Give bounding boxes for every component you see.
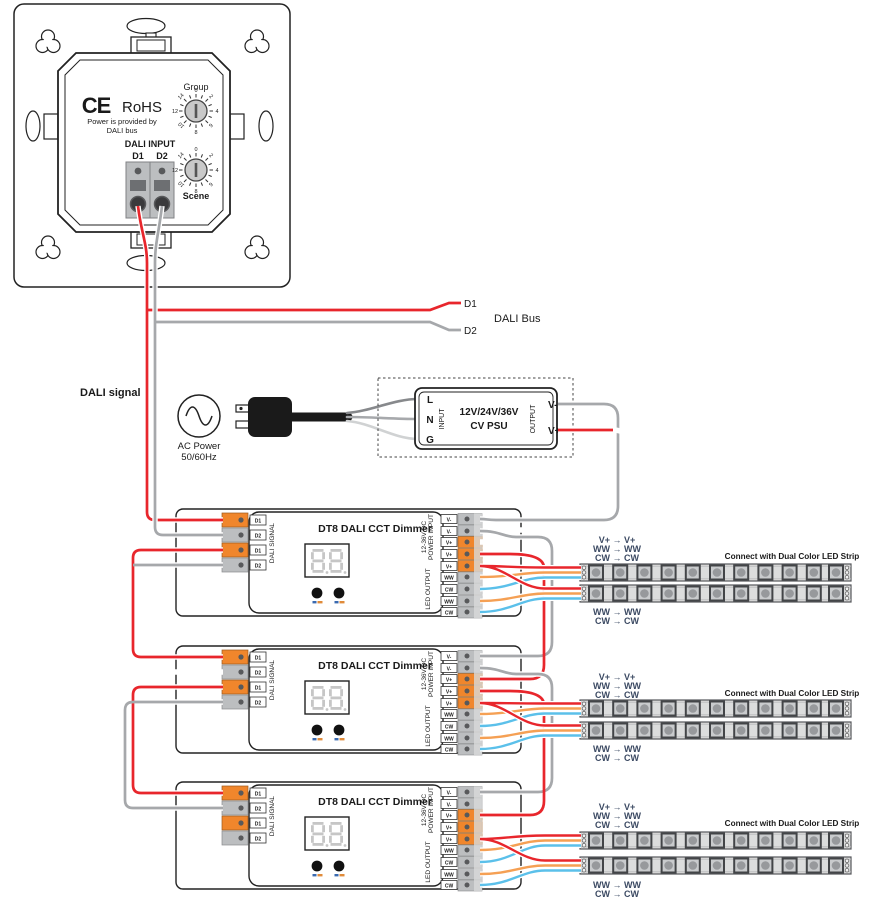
mains-wires bbox=[345, 397, 420, 441]
power-plug bbox=[235, 397, 353, 437]
scene-label: Scene bbox=[183, 191, 210, 201]
svg-text:CW → CW: CW → CW bbox=[595, 889, 639, 899]
svg-text:V+ → V+: V+ → V+ bbox=[599, 802, 636, 812]
bottom-cable-clamp bbox=[130, 230, 172, 249]
svg-text:WW → WW: WW → WW bbox=[593, 811, 641, 821]
d2-label: D2 bbox=[156, 151, 168, 161]
svg-text:WW → WW: WW → WW bbox=[593, 544, 641, 554]
ce-mark: CE bbox=[82, 93, 111, 118]
wire-panel-d1-red bbox=[135, 205, 461, 523]
led-strip-1b bbox=[579, 584, 852, 603]
psu-g: G bbox=[426, 435, 434, 446]
svg-text:WW → WW: WW → WW bbox=[593, 744, 641, 754]
svg-text:CW → CW: CW → CW bbox=[595, 616, 639, 626]
dali-input-label: DALI INPUT bbox=[125, 139, 176, 149]
ac-source: AC Power 50/60Hz bbox=[177, 394, 221, 463]
panel-terminal-block[interactable] bbox=[125, 161, 175, 219]
wire-power-chain-2 bbox=[479, 665, 555, 818]
top-cable-clamp bbox=[130, 32, 172, 55]
mount-slot bbox=[258, 110, 274, 142]
psu-vplus: V+ bbox=[548, 426, 561, 437]
wiring-layer bbox=[122, 205, 633, 888]
dali-signal-label: DALI signal bbox=[80, 387, 141, 399]
ac-freq-label: 50/60Hz bbox=[181, 452, 217, 463]
svg-text:V+ → V+: V+ → V+ bbox=[599, 672, 636, 682]
psu-model: CV PSU bbox=[470, 421, 507, 432]
mount-slot bbox=[126, 17, 166, 35]
connect-note: Connect with Dual Color LED Strip bbox=[725, 689, 860, 698]
led-strip-2b bbox=[579, 721, 852, 740]
wire-power-chain-1 bbox=[479, 528, 555, 682]
dimmer-2 bbox=[175, 645, 522, 756]
ac-power-label: AC Power bbox=[178, 441, 221, 452]
wire-led-3 bbox=[479, 833, 581, 888]
rohs-mark: RoHS bbox=[122, 99, 162, 116]
psu-output-label: OUTPUT bbox=[530, 404, 537, 434]
psu-input-label: INPUT bbox=[439, 408, 446, 430]
wire-led-2 bbox=[479, 700, 581, 752]
power-note: DALI bus bbox=[107, 126, 138, 135]
led-strip-2a bbox=[579, 699, 852, 718]
svg-text:CW → CW: CW → CW bbox=[595, 820, 639, 830]
psu-model: 12V/24V/36V bbox=[460, 407, 519, 418]
dimmer-1 bbox=[175, 508, 522, 619]
power-note: Power is provided by bbox=[87, 117, 157, 126]
side-tab bbox=[43, 113, 59, 140]
wire-psu-vplus bbox=[480, 427, 633, 545]
sine-icon bbox=[185, 406, 213, 426]
connect-note: Connect with Dual Color LED Strip bbox=[725, 819, 860, 828]
led-strip-3b bbox=[579, 856, 852, 875]
wire-dali-chain-2 bbox=[122, 684, 223, 811]
side-tab bbox=[229, 113, 245, 140]
wire-dali-chain-1 bbox=[122, 547, 223, 675]
wire-psu-vminus bbox=[479, 401, 621, 523]
dali-bus-label: DALI Bus bbox=[494, 313, 541, 325]
led-strip-1a bbox=[579, 563, 852, 582]
led-strip-3a bbox=[579, 831, 852, 850]
dali-wall-panel: CE RoHS Power is provided by DALI bus DA… bbox=[13, 3, 291, 288]
psu-l: L bbox=[427, 395, 433, 406]
svg-text:CW → CW: CW → CW bbox=[595, 753, 639, 763]
svg-text:WW → WW: WW → WW bbox=[593, 880, 641, 890]
group-label: Group bbox=[183, 82, 208, 92]
bus-d1-label: D1 bbox=[464, 299, 477, 310]
svg-text:WW → WW: WW → WW bbox=[593, 607, 641, 617]
psu-n: N bbox=[426, 415, 433, 426]
psu-vminus: V- bbox=[548, 400, 557, 411]
psu: L N G INPUT 12V/24V/36V CV PSU OUTPUT V-… bbox=[377, 377, 574, 458]
mount-slot bbox=[25, 110, 41, 142]
strip2-labels: V+ → V+ WW → WW CW → CW Connect with Dua… bbox=[593, 672, 859, 763]
dimmer-3 bbox=[175, 781, 522, 892]
svg-text:WW → WW: WW → WW bbox=[593, 681, 641, 691]
d1-label: D1 bbox=[132, 151, 144, 161]
svg-text:V+ → V+: V+ → V+ bbox=[599, 535, 636, 545]
strip1-labels: V+ → V+ WW → WW CW → CW Connect with Dua… bbox=[593, 535, 859, 626]
svg-text:CW → CW: CW → CW bbox=[595, 553, 639, 563]
strip3-labels: V+ → V+ WW → WW CW → CW Connect with Dua… bbox=[593, 802, 859, 899]
bus-d2-label: D2 bbox=[464, 326, 477, 337]
wire-panel-d2-gray bbox=[152, 205, 461, 538]
wire-led-1 bbox=[479, 563, 581, 615]
svg-text:CW → CW: CW → CW bbox=[595, 690, 639, 700]
connect-note: Connect with Dual Color LED Strip bbox=[725, 552, 860, 561]
